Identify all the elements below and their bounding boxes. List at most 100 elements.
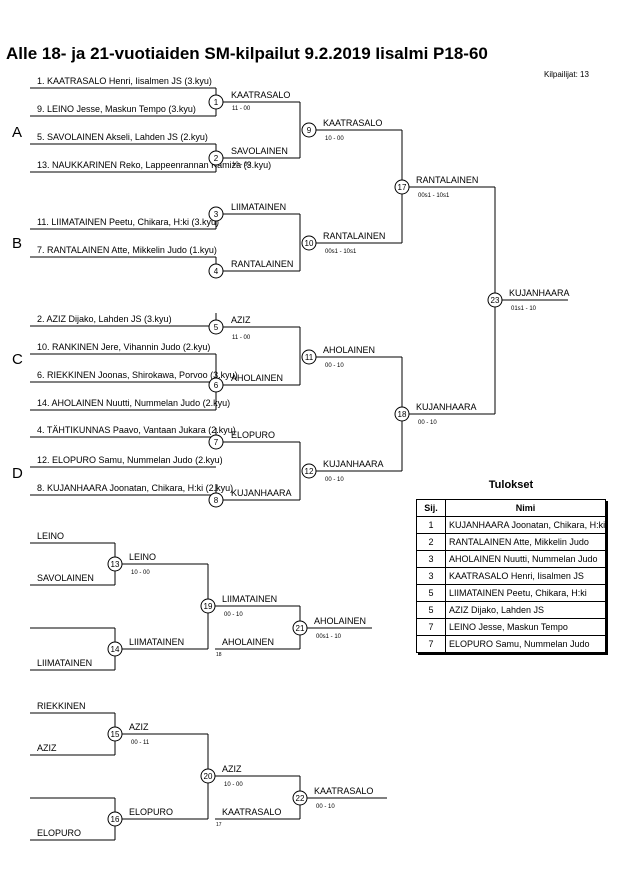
match-number: 13 [111,560,120,569]
match-number: 22 [296,794,305,803]
match-number: 4 [214,267,219,276]
match-winner: AHOLAINEN [314,616,366,626]
source-ref: 17 [216,822,222,828]
results-rank: 3 [416,567,446,585]
results-name: AHOLAINEN Nuutti, Nummelan Judo [445,550,606,568]
results-header-row: Sij. Nimi [416,499,606,517]
pool-label: D [12,465,23,482]
entry-name: 8. KUJANHAARA Joonatan, Chikara, H:ki (2… [37,483,233,493]
match-number: 12 [305,467,314,476]
match-score: 00s1 - 10s1 [418,193,450,199]
results-rank: 5 [416,584,446,602]
match-winner: RANTALAINEN [231,259,293,269]
repechage-loser: KAATRASALO [222,807,281,817]
repechage-entry: LEINO [37,531,64,541]
results-header-rank: Sij. [416,499,446,517]
match-score: 10 - 00 [131,570,150,576]
page-title: Alle 18- ja 21-vuotiaiden SM-kilpailut 9… [6,44,488,63]
entry-name: 6. RIEKKINEN Joonas, Shirokawa, Porvoo (… [37,370,238,380]
match-score: 10 - 00 [325,136,344,142]
match-score: 00 - 10 [325,363,344,369]
match-winner: AZIZ [231,315,251,325]
results-rank: 3 [416,550,446,568]
results-name: LIIMATAINEN Peetu, Chikara, H:ki [445,584,606,602]
match-winner: KUJANHAARA [323,459,384,469]
results-rank: 2 [416,533,446,551]
results-name: AZIZ Dijako, Lahden JS [445,601,606,619]
match-score: 00 - 10 [325,477,344,483]
match-winner: AZIZ [222,764,242,774]
results-name: ELOPURO Samu, Nummelan Judo [445,635,606,653]
match-winner: ELOPURO [231,430,275,440]
match-winner: KUJANHAARA [416,402,477,412]
repechage-entry: SAVOLAINEN [37,573,94,583]
results-name: LEINO Jesse, Maskun Tempo [445,618,606,636]
match-winner: RANTALAINEN [416,175,478,185]
pool-label: C [12,351,23,368]
entry-name: 13. NAUKKARINEN Reko, Lappeenrannan Kami… [37,160,271,170]
match-winner: KAATRASALO [314,786,373,796]
competitors-count: Kilpailijat: 13 [544,70,589,79]
match-winner: AHOLAINEN [231,373,283,383]
match-number: 11 [305,353,314,362]
repechage-entry: LIIMATAINEN [37,658,92,668]
match-winner: KUJANHAARA [231,488,292,498]
results-rank: 1 [416,516,446,534]
match-number: 14 [111,645,120,654]
match-score: 01s1 - 10 [511,306,537,312]
match-number: 2 [214,154,219,163]
pool-label: A [12,124,22,141]
results-name: RANTALAINEN Atte, Mikkelin Judo [445,533,606,551]
entry-name: 11. LIIMATAINEN Peetu, Chikara, H:ki (3.… [37,217,219,227]
match-winner: AHOLAINEN [323,345,375,355]
pool-label: B [12,235,22,252]
match-number: 1 [214,98,219,107]
results-rank: 7 [416,618,446,636]
match-score: 00s1 - 10s1 [325,249,357,255]
match-winner: LIIMATAINEN [222,594,277,604]
match-number: 23 [491,296,500,305]
match-score: 00 - 10 [418,420,437,426]
match-number: 6 [214,381,219,390]
match-winner: KUJANHAARA [509,288,570,298]
entry-name: 9. LEINO Jesse, Maskun Tempo (3.kyu) [37,104,196,114]
match-number: 5 [214,323,219,332]
match-number: 10 [305,239,314,248]
results-rank: 7 [416,635,446,653]
match-score: 00 - 10 [316,804,335,810]
match-number: 21 [296,624,305,633]
match-score: 10 - 00 [224,782,243,788]
match-score: 10 - 00 [232,162,251,168]
match-winner: LEINO [129,552,156,562]
results-name: KUJANHAARA Joonatan, Chikara, H:ki [445,516,606,534]
match-score: 00s1 - 10 [316,634,342,640]
match-score: 00 - 10 [224,612,243,618]
match-score: 00 - 11 [131,740,150,746]
repechage-loser: AHOLAINEN [222,637,274,647]
results-header-name: Nimi [445,499,606,517]
match-winner: LIIMATAINEN [231,202,286,212]
match-number: 3 [214,210,219,219]
match-score: 11 - 00 [232,335,251,341]
match-winner: ELOPURO [129,807,173,817]
match-number: 7 [214,438,219,447]
match-number: 20 [204,772,213,781]
match-winner: SAVOLAINEN [231,146,288,156]
match-number: 16 [111,815,120,824]
results-rank: 5 [416,601,446,619]
match-winner: RANTALAINEN [323,231,385,241]
entry-name: 1. KAATRASALO Henri, Iisalmen JS (3.kyu) [37,76,212,86]
results-title: Tulokset [488,479,534,491]
entry-name: 2. AZIZ Dijako, Lahden JS (3.kyu) [37,314,172,324]
match-number: 19 [204,602,213,611]
match-number: 8 [214,496,219,505]
repechage-entry: AZIZ [37,743,57,753]
